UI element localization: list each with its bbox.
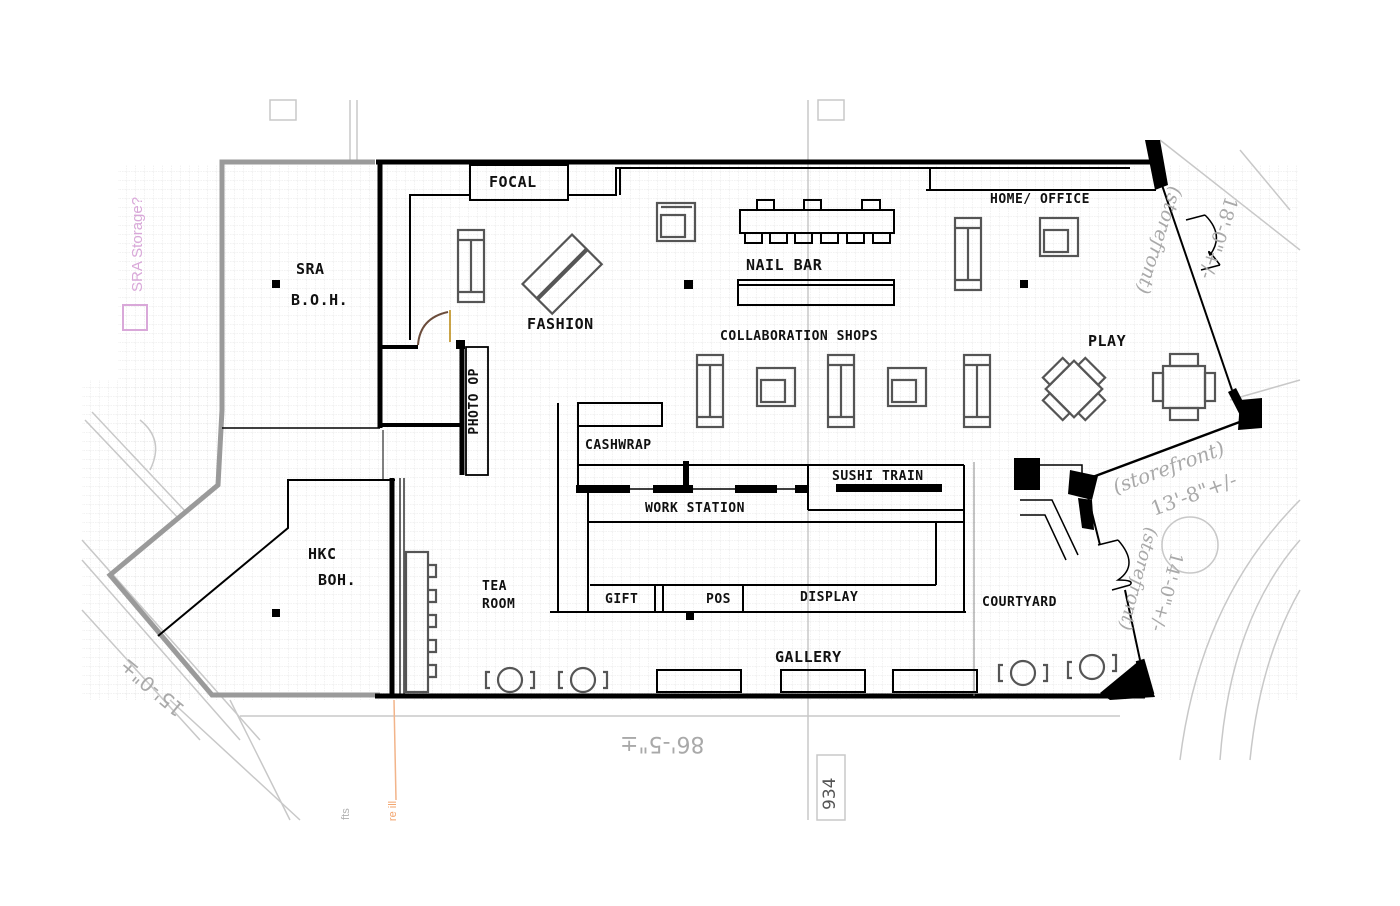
zone-label-pos: POS (706, 592, 731, 607)
zone-label-courtyard: COURTYARD (982, 595, 1057, 610)
room-label-sra-boh: B.O.H. (291, 291, 349, 309)
grid-tag: 934 (820, 777, 840, 810)
zone-label-gallery: GALLERY (775, 648, 842, 666)
gallery-benches (656, 669, 978, 693)
zone-label-tea: TEA (482, 579, 507, 594)
room-label-sra: SRA (296, 260, 325, 278)
existing-walls (106, 159, 380, 698)
zone-label-nail-bar: NAIL BAR (746, 256, 823, 274)
zone-label-display: DISPLAY (800, 590, 859, 605)
zone-label-play: PLAY (1088, 332, 1127, 350)
wall-columns (272, 140, 1262, 700)
room-label-hkc: HKC (308, 545, 337, 563)
grid-background (118, 165, 1298, 700)
counter-block (550, 402, 966, 613)
walls (157, 149, 1255, 699)
underlay-lines (81, 99, 1301, 821)
annotation-grey-note: fts (339, 808, 352, 820)
zone-label-home-office: HOME/ OFFICE (990, 192, 1090, 207)
annotation-sra-storage: SRA Storage? (129, 196, 146, 292)
focal-wall (469, 164, 569, 201)
furniture (404, 201, 1217, 694)
zone-label-photo-op: PHOTO OP (467, 368, 482, 435)
nail-bar-furniture (737, 199, 895, 306)
zone-label-gift: GIFT (605, 592, 639, 607)
zone-label-sushi-train: SUSHI TRAIN (832, 469, 924, 484)
zone-label-tea-room: ROOM (482, 597, 516, 612)
zone-label-focal: FOCAL (489, 173, 537, 191)
zone-label-collaboration-shops: COLLABORATION SHOPS (720, 329, 879, 344)
annotation-overall-length: 86'-5"± (620, 731, 705, 756)
zone-label-cashwrap: CASHWRAP (585, 438, 652, 453)
zone-label-fashion: FASHION (527, 315, 594, 333)
annotation-orange-note: re ill (387, 800, 400, 822)
room-label-hkc-boh: BOH. (318, 571, 357, 589)
zone-label-work-station: WORK STATION (645, 501, 745, 516)
